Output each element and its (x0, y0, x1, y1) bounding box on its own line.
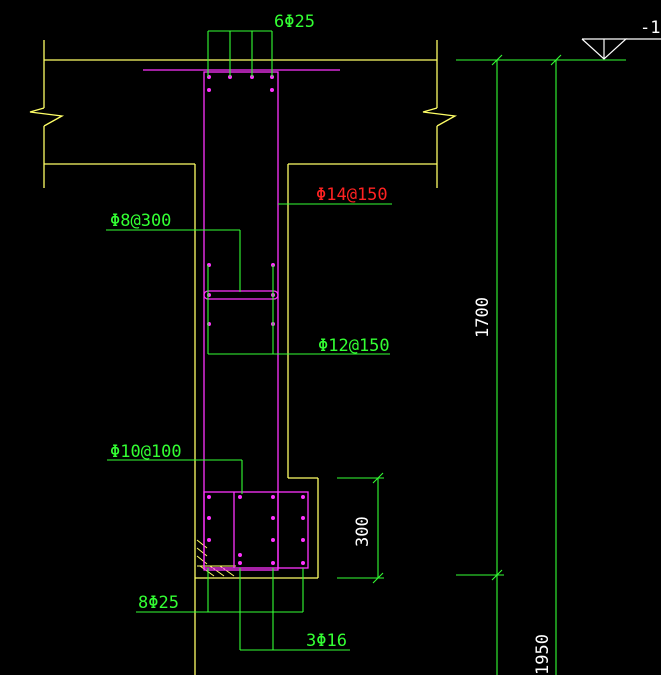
dimension-300: 300 (353, 516, 373, 547)
elevation-label: -1 (640, 18, 660, 38)
top-bars-label: 6Φ25 (274, 12, 315, 32)
reinforcement (143, 69, 340, 571)
lower-stirrup-label: Φ10@100 (110, 442, 182, 462)
upper-stirrup-label: Φ14@150 (316, 185, 388, 205)
tie-bar-label: Φ8@300 (110, 211, 171, 231)
bottom-bars-small-label: 3Φ16 (306, 631, 347, 651)
concrete-outline (29, 40, 458, 675)
dimension-1950: 1950 (533, 634, 553, 675)
dimension-1700: 1700 (473, 297, 493, 338)
elevation-marker (581, 38, 661, 60)
bottom-bars-label: 8Φ25 (138, 593, 179, 613)
side-bars-label: Φ12@150 (318, 336, 390, 356)
leaders (106, 30, 626, 675)
